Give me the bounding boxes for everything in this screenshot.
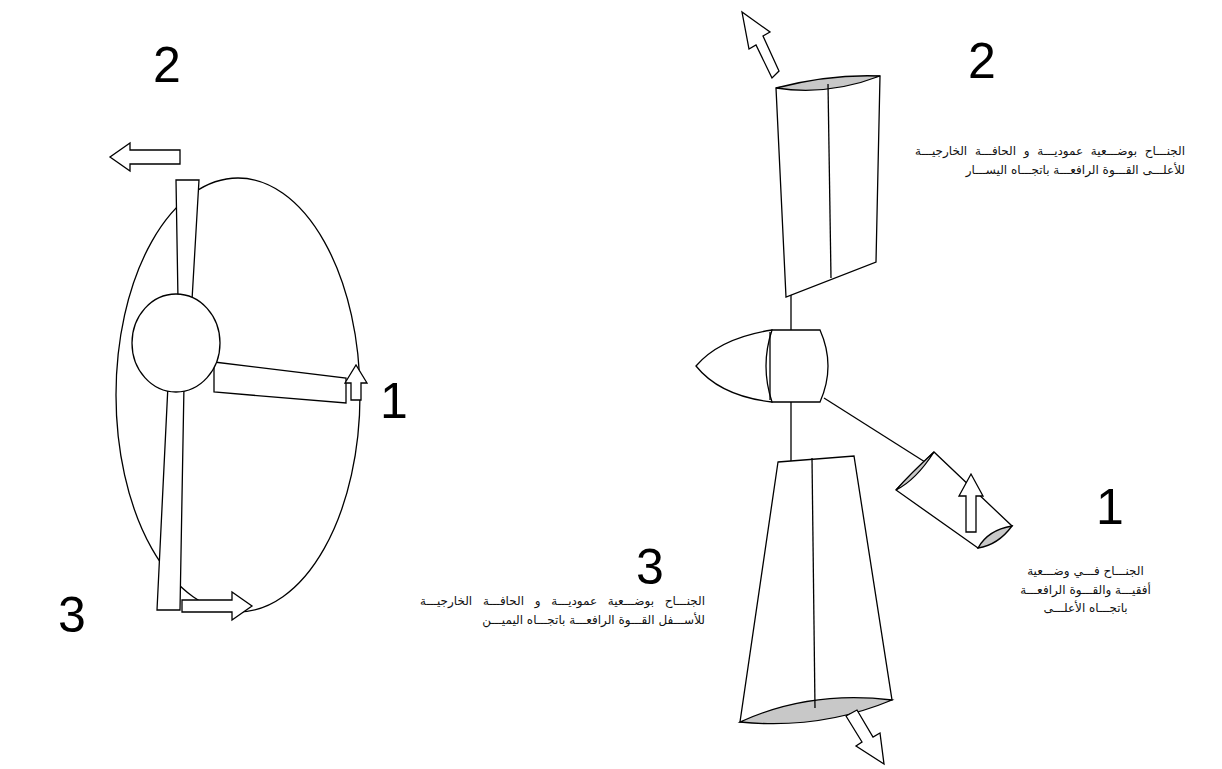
arrow-blade-1: [959, 474, 983, 532]
blade-axis: [824, 398, 925, 462]
blade-3-edge: [740, 698, 892, 724]
callout-number: 1: [1096, 482, 1124, 532]
arrow-up: [345, 365, 367, 400]
callout-number: 2: [153, 40, 181, 90]
blade-note: الجنـــاح بوضـــعية عموديـــة و الحافـــ…: [420, 592, 705, 629]
blade-bottom: [157, 385, 184, 610]
arrow-blade-3: [846, 710, 884, 764]
blade-note: الجنـــاح بوضـــعية عموديـــة و الحافـــ…: [915, 142, 1185, 179]
nose-cone: [696, 330, 772, 402]
blade-1-edge-2: [896, 452, 934, 490]
blade-2-axis: [828, 84, 831, 278]
hub-body: [766, 330, 828, 402]
blade-top: [176, 180, 199, 300]
callout-number: 3: [58, 590, 86, 640]
blade-note: الجنـــاح فـــي وضـــعية أفقيـــة والقــ…: [1018, 562, 1153, 618]
hub-seam: [769, 332, 770, 400]
blade-3-axis: [812, 458, 815, 708]
arrow-blade-2: [742, 12, 779, 78]
hub: [132, 294, 220, 392]
arrow-left: [110, 143, 180, 171]
blade-1: [896, 452, 1012, 548]
blade-2: [776, 76, 880, 297]
callout-number: 3: [636, 542, 664, 592]
arrow-right: [182, 592, 252, 620]
blade-1-edge: [978, 526, 1012, 548]
blade-right: [214, 362, 346, 403]
callout-number: 1: [380, 376, 408, 426]
rotor-circle: [116, 178, 360, 612]
callout-number: 2: [968, 36, 996, 86]
blade-3: [740, 456, 892, 722]
